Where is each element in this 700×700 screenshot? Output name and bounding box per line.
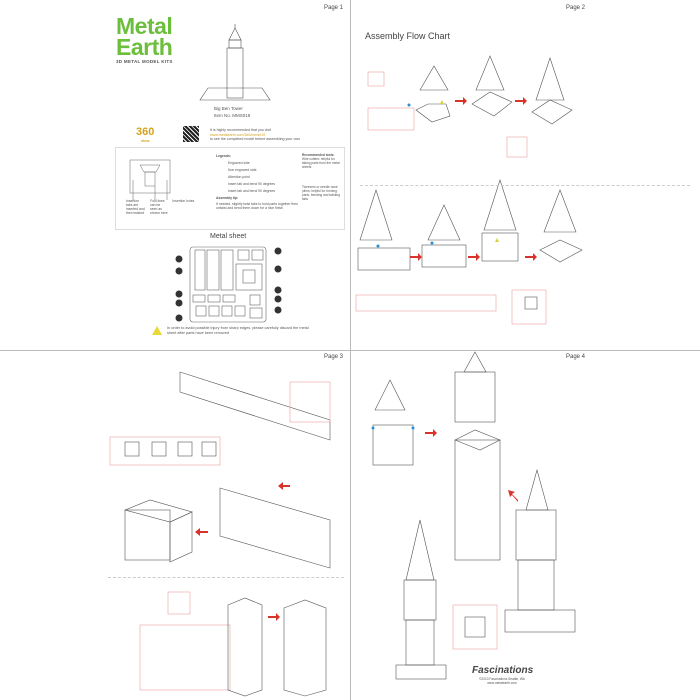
assembly-tip: If needed, slightly twist tabs to hold p… (216, 202, 298, 210)
view-text: view (140, 138, 150, 143)
qr-code[interactable] (183, 126, 199, 142)
page-label: Page 3 (324, 354, 344, 360)
page-label: Page 4 (566, 354, 586, 360)
legend-title: Legends: (216, 154, 232, 158)
footer-copyright: ©2013 Fascinations Seattle, WA (479, 677, 525, 681)
metal-sheet-diagram (189, 246, 267, 323)
section-divider (360, 185, 690, 186)
flowchart-step-drawings (355, 55, 583, 325)
logo-line1: Metal (116, 13, 173, 39)
metal-sheet-title: Metal sheet (210, 233, 247, 240)
big-ben-illustration (199, 24, 271, 101)
diagram-label: Insertion holes (172, 199, 195, 203)
legend-box: Insertion tabs are inserted and then twi… (115, 147, 345, 230)
tools-title: Recommended tools: (302, 153, 335, 157)
assembly-tip-title: Assembly tip: (216, 196, 239, 200)
tool-item: Wire cutters: helpful for taking parts f… (302, 157, 340, 169)
fascinations-logo: Fascinations (472, 665, 534, 676)
tool-item: Tweezers or needle nose pliers: helpful … (302, 185, 340, 201)
flow-chart-title: Assembly Flow Chart (365, 31, 451, 41)
diagram-label: Insertion tabs are inserted and then twi… (126, 199, 145, 215)
item-number: Item No. MMS019 (214, 113, 251, 118)
page3-drawings (109, 371, 331, 697)
footer-info: ©2013 Fascinations Seattle, WA www.metal… (472, 677, 532, 685)
page-label: Page 1 (324, 5, 344, 11)
360-view-logo[interactable]: 360 view (136, 126, 154, 143)
red-arrows (195, 97, 537, 621)
page-divider-horizontal (0, 350, 700, 351)
metal-earth-logo: Metal Earth (116, 13, 173, 60)
recommend-link[interactable]: www.metalearth.com/360/mms019 (210, 132, 266, 137)
warning-text: In order to avoid possible injury from s… (167, 326, 309, 335)
logo-line2: Earth (116, 34, 173, 60)
legend-item: Non engraved side (228, 168, 257, 172)
legend-item: Insert tab and bend 90 degrees (228, 189, 276, 193)
legend-item: Insert tab and bend 90 degrees (228, 182, 276, 186)
legend-item: Attention point (228, 175, 250, 179)
recommend-line: It is highly recommended that you visit (210, 128, 271, 132)
tagline: 3D METAL MODEL KITS (116, 59, 173, 64)
section-divider (108, 577, 344, 578)
attention-markers (371, 100, 499, 430)
footer-url: www.metalearth.com (487, 681, 517, 685)
360-text: 360 (136, 126, 155, 138)
page-label: Page 2 (566, 5, 586, 11)
recommend-text: It is highly recommended that you visit … (210, 128, 300, 142)
warning-icon (152, 326, 162, 335)
page4-drawings (372, 351, 576, 680)
model-name: Big Ben Tower (214, 106, 243, 111)
legend-item: Engraved side (228, 161, 250, 165)
diagram-label: Fold lines can be seen as shown here (150, 199, 168, 215)
recommend-line: to see the completed model before assemb… (210, 137, 301, 141)
